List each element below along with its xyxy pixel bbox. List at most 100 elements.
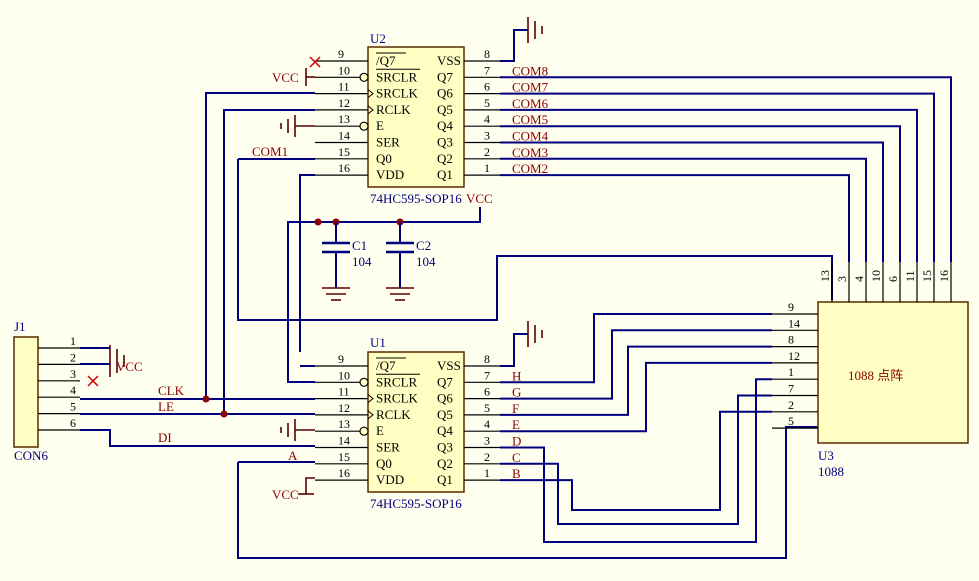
u2-pin-8-name: VSS: [437, 53, 461, 68]
u1-pin-6-number: 6: [484, 385, 490, 399]
clk-to-u2-wire: [205, 92, 315, 399]
u3-left-pin-9-number: 9: [788, 300, 794, 314]
u1-pin-1-number: 1: [484, 466, 490, 480]
u2-net-label-com5: COM5: [512, 112, 548, 127]
u1-pin-4-name: Q4: [437, 423, 453, 438]
u1-pin-7-name: Q7: [437, 374, 453, 389]
u1-pin-13-number: 13: [338, 417, 350, 431]
u1-vss-ground-icon: [500, 321, 543, 367]
j1-nc-mark: [87, 375, 99, 387]
u1-net-label-b: B: [512, 466, 521, 481]
j1-vcc-label: VCC: [116, 359, 143, 374]
u3-body: [817, 301, 969, 444]
junction: [220, 410, 228, 418]
u2-e-ground-icon: [280, 115, 315, 137]
u3-left-pin-14-number: 14: [788, 316, 800, 330]
u1-net-label-e: E: [512, 417, 520, 432]
u3-top-pin-11-number: 11: [903, 270, 917, 282]
u1-pin-10-number: 10: [338, 368, 350, 382]
row-wire-6: [500, 394, 772, 525]
com-wire-1: [500, 76, 952, 262]
com-wire-2: [500, 92, 935, 262]
row-wire-4: [500, 361, 772, 433]
u1-a-label: A: [288, 448, 298, 463]
u2-net-label-com4: COM4: [512, 129, 549, 144]
u1-clock-marker: [367, 394, 374, 403]
u2-net-label-com3: COM3: [512, 145, 548, 160]
u1-net-label-h: H: [512, 368, 521, 383]
com-wire-6: [500, 157, 867, 262]
u2-pin-7-name: Q7: [437, 69, 453, 84]
u2-clock-marker: [367, 89, 374, 98]
u2-pin-13-name: E: [376, 118, 384, 133]
u1-pin-11-number: 11: [338, 385, 350, 399]
j1-designator: J1: [14, 319, 26, 334]
u2-pin-13-number: 13: [338, 112, 350, 126]
u1-pin-5-number: 5: [484, 401, 490, 415]
com-wire-3: [500, 108, 918, 262]
u2-part: 74HC595-SOP16: [370, 191, 462, 206]
u2-pin-15-number: 15: [338, 145, 350, 159]
u2-pin-11-name: SRCLK: [376, 86, 419, 101]
j1-pin-4-number: 4: [70, 383, 76, 397]
com-bus-wires: [500, 76, 952, 262]
u2-inverter-bubble: [359, 121, 369, 131]
u1-pin-13-name: E: [376, 423, 384, 438]
u1-pin-14-name: SER: [376, 440, 400, 455]
u2-vss-ground-icon: [500, 17, 543, 62]
u2-pin-9-number: 9: [338, 47, 344, 61]
di-label: DI: [158, 430, 172, 445]
u2-vcc-label: VCC: [272, 70, 299, 85]
u1-pin-3-number: 3: [484, 434, 490, 448]
j1-part: CON6: [14, 448, 48, 463]
u1-pin-8-number: 8: [484, 352, 490, 366]
u1-body: [367, 351, 465, 493]
com-wire-7: [500, 174, 850, 262]
u1-pin-3-name: Q3: [437, 440, 453, 455]
com1-to-matrix-wire: [237, 159, 833, 321]
u2-pin-2-number: 2: [484, 145, 490, 159]
u1-srclr-vcc-wire: [287, 221, 315, 383]
u3-top-pin-13-number: 13: [818, 270, 832, 282]
u3-top-pin-3-number: 3: [835, 276, 849, 282]
u2-body: [367, 46, 465, 188]
u1-net-label-g: G: [512, 385, 521, 400]
u2-net-label-com7: COM7: [512, 80, 549, 95]
row-wire-3: [500, 345, 772, 416]
u2-inverter-bubble: [359, 72, 369, 82]
u2-pin-10-number: 10: [338, 63, 350, 77]
u2-net-label-com8: COM8: [512, 63, 548, 78]
clk-label: CLK: [158, 383, 185, 398]
u1-pin-16-number: 16: [338, 466, 350, 480]
row-wire-2: [500, 329, 772, 400]
u2-pin-10-name: SRCLR: [376, 69, 418, 84]
a-to-matrix-wire: [237, 426, 818, 559]
u3-left-pin-12-number: 12: [788, 349, 800, 363]
com1-label: COM1: [252, 144, 288, 159]
com-wire-5: [500, 141, 884, 262]
u3-left-pin-7-number: 7: [788, 382, 794, 396]
u3-top-pin-16-number: 16: [937, 270, 951, 282]
u1-pin-11-name: SRCLK: [376, 391, 419, 406]
u1-pin-8-name: VSS: [437, 358, 461, 373]
u2-pin-8-number: 8: [484, 47, 490, 61]
u2-nc-mark: [309, 56, 321, 68]
u2-pin-16-name: VDD: [376, 167, 404, 182]
j1-vcc-icon: [80, 345, 125, 377]
c1-value: 104: [352, 254, 372, 269]
row-wire-5: [500, 378, 772, 543]
u1-pin-16-name: VDD: [376, 472, 404, 487]
u2-pin-1-number: 1: [484, 161, 490, 175]
caps-vcc-label: VCC: [466, 191, 493, 206]
u3-left-pin-1-number: 1: [788, 365, 794, 379]
u3-left-pin-5-number: 5: [788, 414, 794, 428]
u1-designator: U1: [370, 335, 386, 350]
u1-part: 74HC595-SOP16: [370, 496, 462, 511]
u1-pin-10-name: SRCLR: [376, 374, 418, 389]
u1-inverter-bubble: [359, 377, 369, 387]
